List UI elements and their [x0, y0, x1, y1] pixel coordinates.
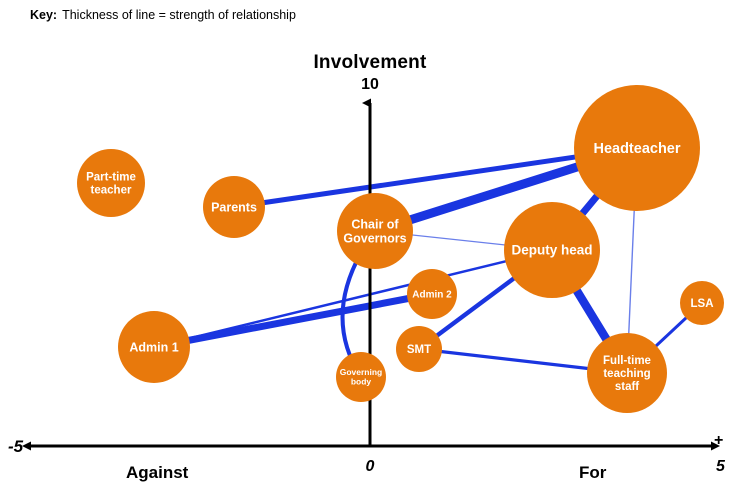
stakeholder-node-headteacher[interactable]: Headteacher: [574, 85, 700, 211]
stakeholder-node-smt[interactable]: SMT: [396, 326, 442, 372]
relationship-link: [231, 145, 640, 210]
node-circle[interactable]: [77, 149, 145, 217]
node-circle[interactable]: [574, 85, 700, 211]
stakeholder-node-admin-1[interactable]: Admin 1: [118, 311, 190, 383]
x-axis-label-left: Against: [126, 463, 189, 482]
node-circle[interactable]: [504, 202, 600, 298]
y-axis-title: Involvement: [313, 52, 427, 73]
legend-key-text: Thickness of line = strength of relation…: [62, 8, 296, 22]
node-circle[interactable]: [118, 311, 190, 383]
stakeholder-node-parents[interactable]: Parents: [203, 176, 265, 238]
stakeholder-node-admin-2[interactable]: Admin 2: [407, 269, 457, 319]
stakeholder-node-lsa[interactable]: LSA: [680, 281, 724, 325]
legend-key: Key: Thickness of line = strength of rela…: [30, 8, 296, 23]
node-circle[interactable]: [407, 269, 457, 319]
node-circle[interactable]: [587, 333, 667, 413]
node-circle[interactable]: [336, 352, 386, 402]
x-axis-label-right: For: [579, 463, 607, 482]
x-axis-min-value: -5: [8, 437, 24, 456]
node-circle[interactable]: [203, 176, 265, 238]
stakeholder-node-deputy-head[interactable]: Deputy head: [504, 202, 600, 298]
x-axis-plus-sign: +: [714, 432, 724, 449]
y-axis-max-value: 10: [361, 76, 379, 93]
x-axis-zero-value: 0: [365, 458, 375, 475]
legend-key-label: Key:: [30, 8, 58, 22]
relationship-link: [150, 290, 436, 351]
x-axis-max-value: 5: [716, 458, 725, 475]
node-circle[interactable]: [396, 326, 442, 372]
node-circle[interactable]: [337, 193, 413, 269]
node-circle[interactable]: [680, 281, 724, 325]
